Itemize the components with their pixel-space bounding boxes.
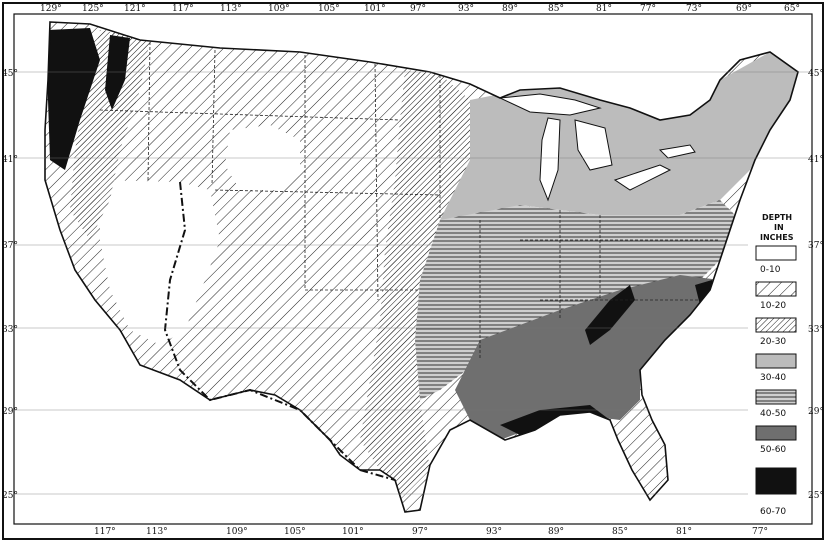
lon-top-label: 109° xyxy=(268,4,290,14)
lat-left-label: 41° xyxy=(2,155,18,165)
legend-swatch-30-40 xyxy=(755,353,797,369)
state-boundaries xyxy=(99,41,720,360)
legend: DEPTH IN INCHES 0-10 10-20 20-30 30-40 4… xyxy=(748,200,808,520)
lon-bottom-label: 105° xyxy=(284,527,306,537)
longitude-labels-bottom: 117° 113° 109° 105° 101° 97° 93° 89° 85°… xyxy=(94,527,768,537)
zone-60-70-cascades xyxy=(105,35,130,110)
lon-top-label: 85° xyxy=(548,4,564,14)
lat-right-label: 33° xyxy=(808,325,824,335)
legend-title-line: INCHES xyxy=(760,233,794,242)
graticule xyxy=(14,71,812,495)
latitude-labels-left: 45° 41° 37° 33° 29° 25° xyxy=(2,69,18,501)
legend-title-line: DEPTH xyxy=(762,213,792,222)
lat-left-label: 37° xyxy=(2,241,18,251)
lon-bottom-label: 97° xyxy=(412,527,428,537)
lon-top-label: 93° xyxy=(458,4,474,14)
lat-right-label: 29° xyxy=(808,407,824,417)
legend-title-line: IN xyxy=(774,223,784,232)
map-inner-border xyxy=(13,13,813,525)
lon-bottom-label: 81° xyxy=(676,527,692,537)
lon-bottom-label: 77° xyxy=(752,527,768,537)
lon-top-label: 97° xyxy=(410,4,426,14)
lat-left-label: 25° xyxy=(2,491,18,501)
legend-swatch-40-50 xyxy=(755,389,797,405)
legend-swatch-20-30 xyxy=(755,317,797,333)
lon-top-label: 117° xyxy=(172,4,194,14)
lat-right-label: 25° xyxy=(808,491,824,501)
lon-top-label: 101° xyxy=(364,4,386,14)
lon-top-label: 89° xyxy=(502,4,518,14)
lat-left-label: 33° xyxy=(2,325,18,335)
legend-label-40-50: 40-50 xyxy=(760,409,786,419)
great-lakes xyxy=(498,93,696,202)
legend-label-50-60: 50-60 xyxy=(760,445,786,455)
lon-top-label: 125° xyxy=(82,4,104,14)
lat-right-label: 41° xyxy=(808,155,824,165)
lon-top-label: 73° xyxy=(686,4,702,14)
lon-top-label: 69° xyxy=(736,4,752,14)
lon-top-label: 77° xyxy=(640,4,656,14)
latitude-labels-right: 45° 41° 37° 33° 29° 25° xyxy=(808,69,824,501)
lake-huron xyxy=(574,119,613,171)
lon-bottom-label: 101° xyxy=(342,527,364,537)
lat-left-label: 45° xyxy=(2,69,18,79)
zone-30-40-midwest xyxy=(440,52,798,220)
lake-ontario xyxy=(658,144,696,159)
legend-label-20-30: 20-30 xyxy=(760,337,786,347)
lon-bottom-label: 113° xyxy=(146,527,168,537)
zone-60-70-pacific-coast xyxy=(48,28,100,170)
lon-bottom-label: 93° xyxy=(486,527,502,537)
lon-bottom-label: 89° xyxy=(548,527,564,537)
lat-right-label: 45° xyxy=(808,69,824,79)
lon-bottom-label: 117° xyxy=(94,527,116,537)
lon-bottom-label: 109° xyxy=(226,527,248,537)
legend-label-0-10: 0-10 xyxy=(760,265,781,275)
legend-swatch-10-20 xyxy=(755,281,797,297)
lon-bottom-label: 85° xyxy=(612,527,628,537)
legend-label-10-20: 10-20 xyxy=(760,301,786,311)
lake-erie xyxy=(613,164,672,191)
lat-left-label: 29° xyxy=(2,407,18,417)
lake-superior xyxy=(498,93,602,116)
legend-swatch-60-70 xyxy=(755,467,797,495)
legend-swatch-0-10 xyxy=(755,245,797,261)
lon-top-label: 129° xyxy=(40,4,62,14)
zone-0-10-great-basin xyxy=(100,180,220,345)
lon-top-label: 105° xyxy=(318,4,340,14)
lon-top-label: 81° xyxy=(596,4,612,14)
lake-michigan xyxy=(539,117,561,202)
zone-20-30-plains xyxy=(360,70,470,500)
lat-right-label: 37° xyxy=(808,241,824,251)
legend-swatch-50-60 xyxy=(755,425,797,441)
zone-50-60-southeast xyxy=(455,275,720,440)
lon-top-label: 65° xyxy=(784,4,800,14)
legend-label-30-40: 30-40 xyxy=(760,373,786,383)
longitude-labels-top: 129° 125° 121° 117° 113° 109° 105° 101° … xyxy=(40,4,800,14)
zone-0-10-wyoming xyxy=(225,125,300,190)
international-border xyxy=(163,181,396,481)
lon-top-label: 121° xyxy=(124,4,146,14)
lon-top-label: 113° xyxy=(220,4,242,14)
legend-label-60-70: 60-70 xyxy=(760,507,786,517)
